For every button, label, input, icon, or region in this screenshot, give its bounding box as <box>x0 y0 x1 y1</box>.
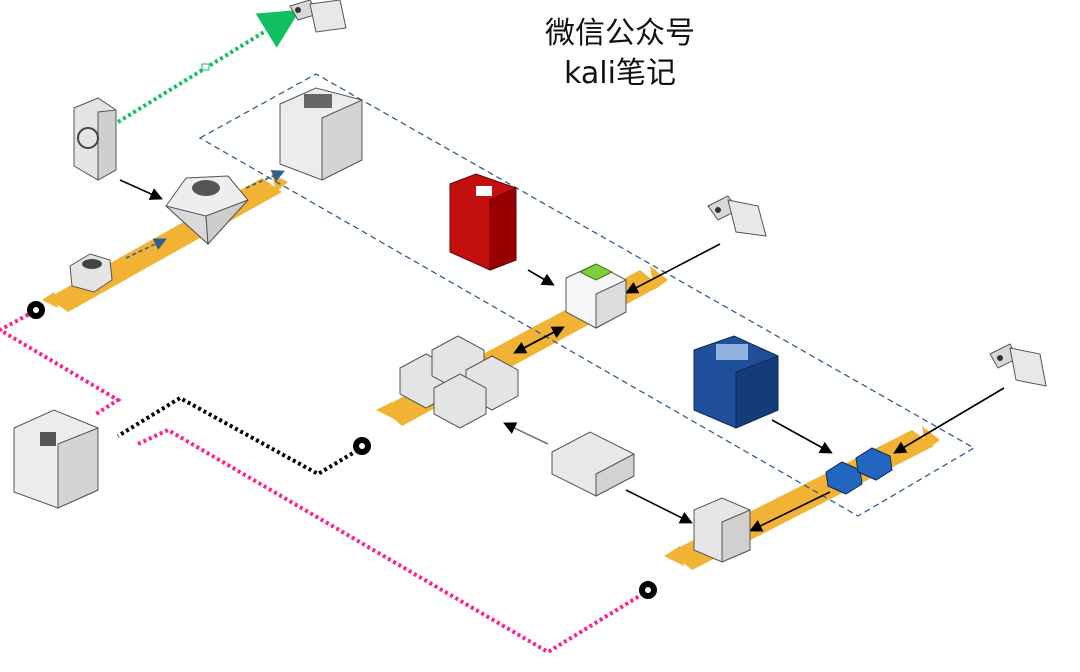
mainframe-blue-icon[interactable] <box>693 335 779 429</box>
internet-user-icon[interactable] <box>707 195 767 237</box>
switch-icon[interactable] <box>825 447 893 495</box>
database-server-red-icon[interactable] <box>449 173 517 271</box>
link-arrow <box>893 387 1005 454</box>
link-arrow <box>625 489 693 524</box>
load-balancer-icon[interactable] <box>165 175 249 246</box>
link-arrow-dashed <box>125 238 167 259</box>
vpn-lock-icon <box>639 581 657 599</box>
wan-link-pink-bottom <box>137 427 648 655</box>
link-arrow <box>771 419 833 454</box>
link-arrow <box>119 179 163 200</box>
web-server-icon[interactable] <box>565 263 627 329</box>
vpn-lock-icon <box>353 437 371 455</box>
wan-link-black <box>116 395 370 477</box>
wan-link-pink <box>0 304 122 416</box>
security-appliance-icon[interactable] <box>73 97 117 181</box>
link-arrow <box>503 422 549 445</box>
internet-user-icon[interactable] <box>989 343 1047 387</box>
diagram-title-line-2: kali笔记 <box>564 56 676 91</box>
internet-link-green <box>116 9 301 124</box>
router-icon[interactable] <box>69 253 113 293</box>
diagram-title-line-1: 微信公众号 <box>545 16 695 51</box>
link-arrow <box>519 326 565 351</box>
link-arrow <box>749 491 831 532</box>
link-label-marker <box>201 63 210 71</box>
storage-server-icon[interactable] <box>13 409 99 509</box>
mail-router-icon[interactable] <box>693 497 751 563</box>
link-arrow <box>625 243 721 294</box>
internet-user-icon[interactable] <box>289 0 347 33</box>
gateway-icon[interactable] <box>551 431 635 497</box>
link-arrow <box>527 269 555 286</box>
network-band-left <box>42 174 288 312</box>
storage-server-icon[interactable] <box>279 87 363 181</box>
server-cluster-icon[interactable] <box>399 335 519 429</box>
vpn-lock-icon <box>27 301 45 319</box>
